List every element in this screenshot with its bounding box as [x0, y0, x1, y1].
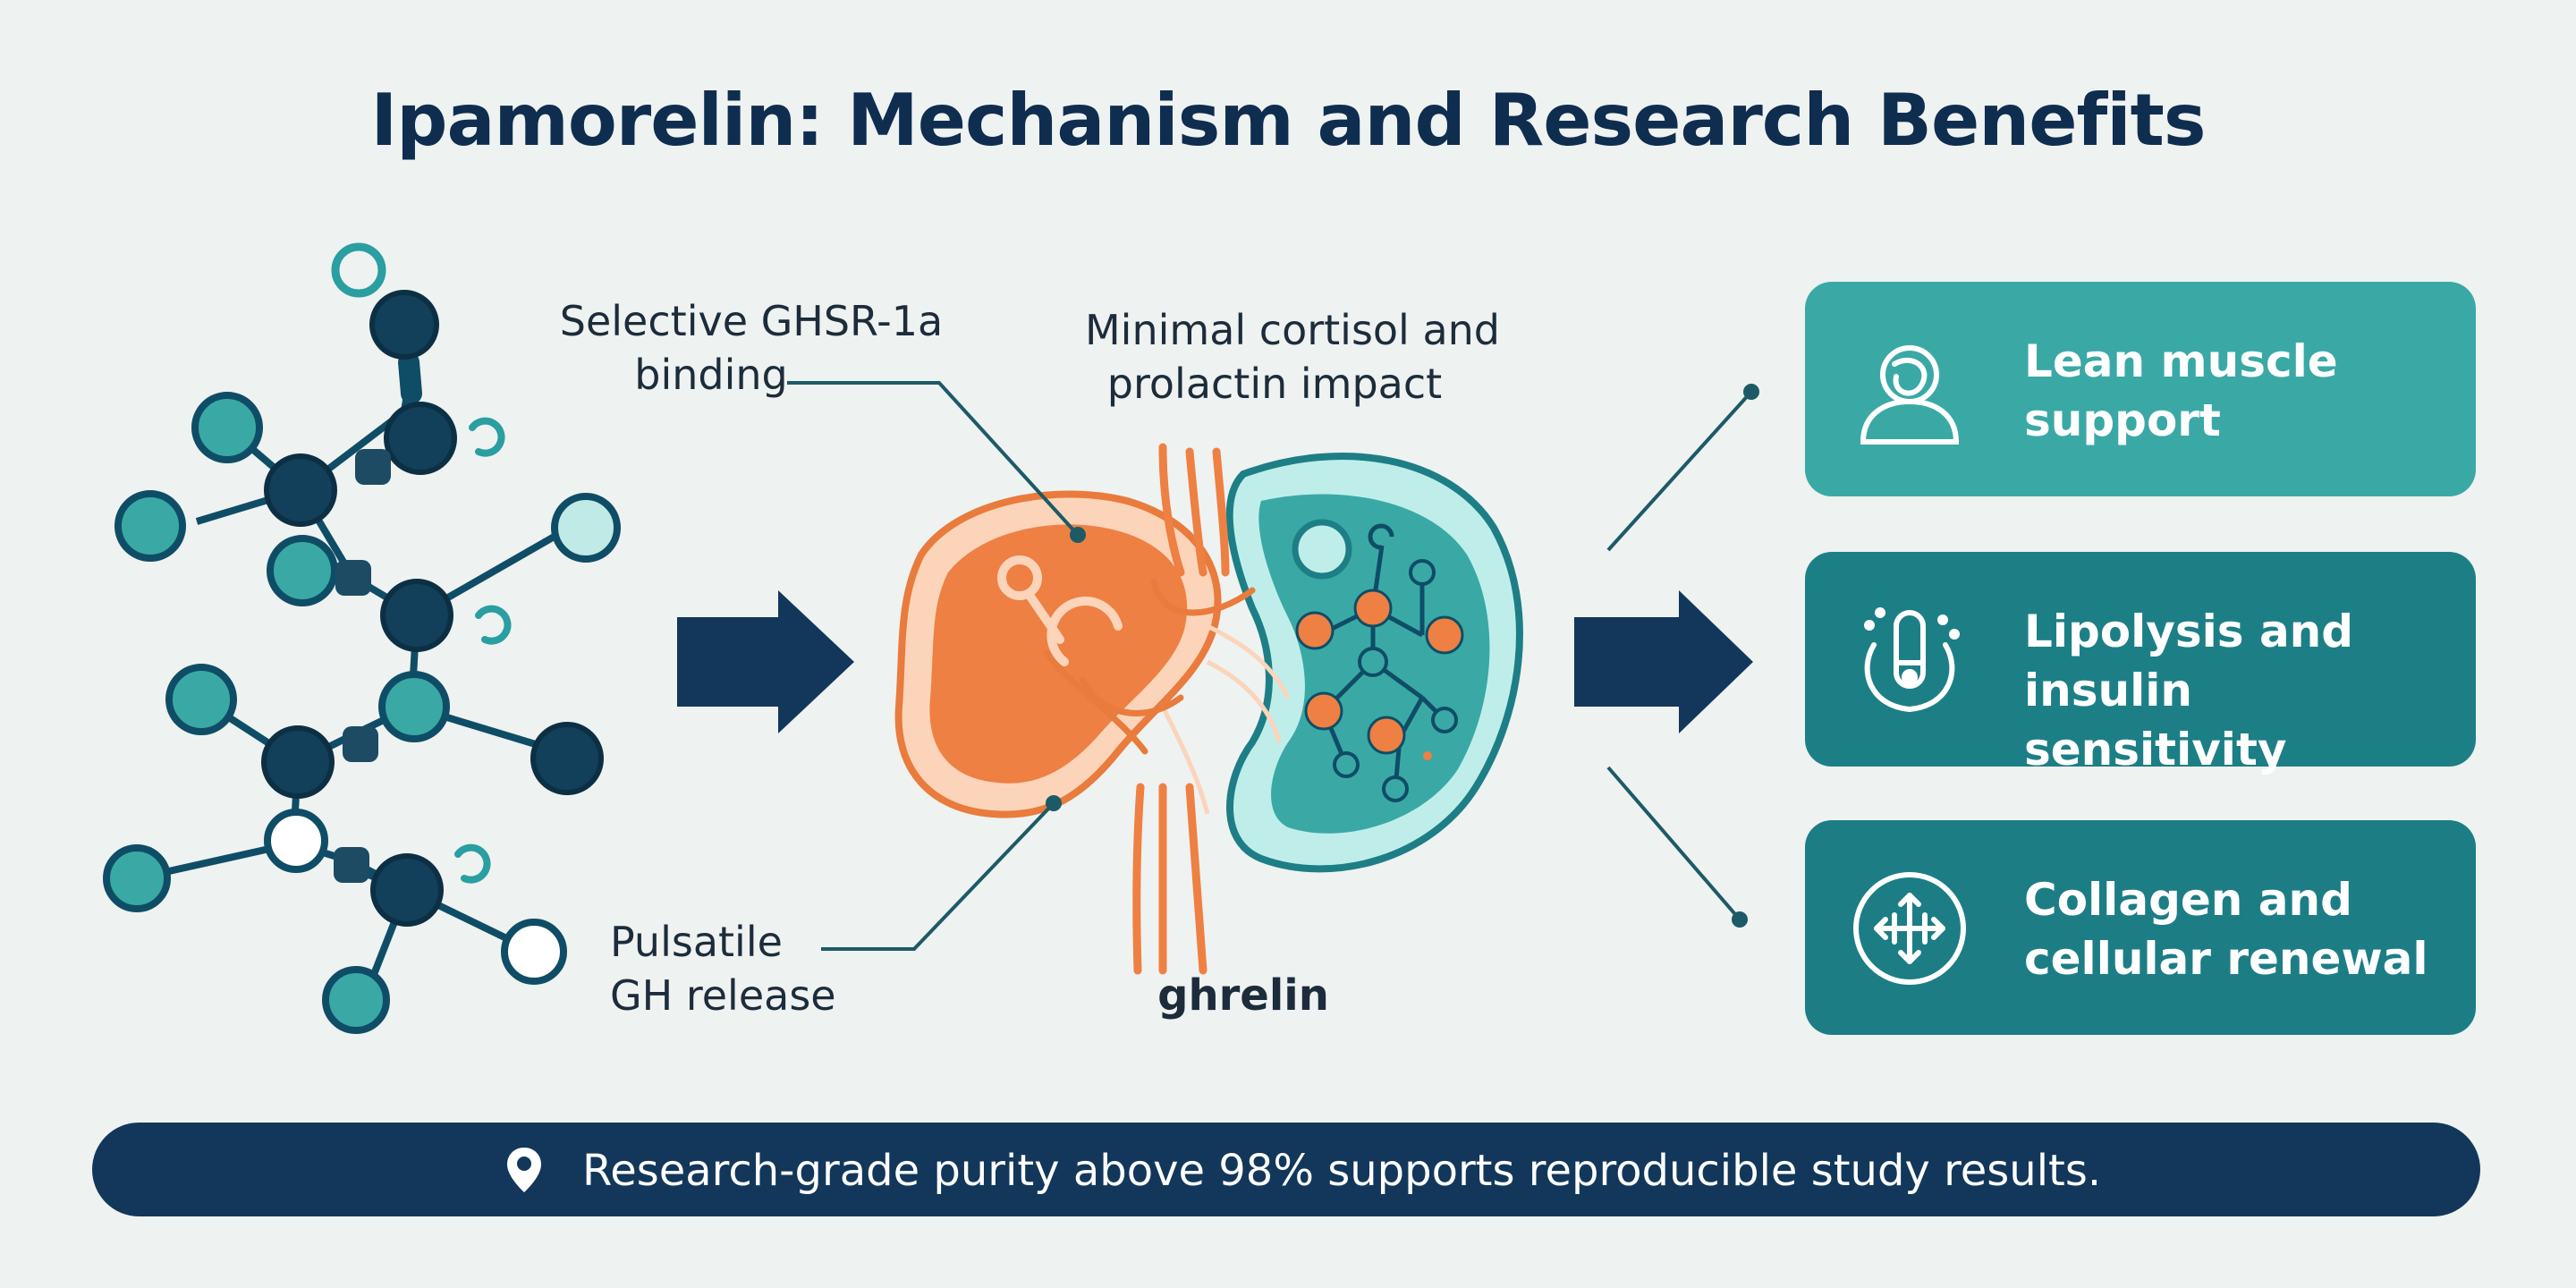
callout-line: GH release — [610, 970, 836, 1020]
benefit-card-lipolysis: Lipolysis and insulin sensitivity — [1805, 552, 2476, 775]
cell-expansion-icon — [1853, 872, 1966, 985]
callout-line: Minimal cortisol and — [1084, 306, 1501, 354]
callout-line: binding — [634, 350, 788, 399]
flow-arrow-left — [677, 590, 854, 733]
footer-banner: Research-grade purity above 98% supports… — [92, 1123, 2480, 1216]
benefit-title-line: Lean muscle — [2024, 335, 2338, 387]
benefit-title-line: support — [2024, 394, 2221, 446]
callout-line: prolactin impact — [1106, 359, 1443, 408]
peptide-molecule-illustration — [103, 242, 621, 1034]
callout-line: Selective GHSR-1a — [559, 297, 944, 345]
callout-leaders — [787, 381, 1086, 951]
benefit-branch-lines — [1606, 384, 1759, 928]
page-title: Ipamorelin: Mechanism and Research Benef… — [370, 79, 2206, 162]
capsule-icon — [1864, 607, 1960, 713]
callout-minimal-cortisol: Minimal cortisol and prolactin impact — [1055, 304, 1530, 411]
footer-text: Research-grade purity above 98% supports… — [582, 1146, 2102, 1196]
benefit-title-line: Lipolysis and — [2024, 606, 2354, 657]
callout-line: Pulsatile — [610, 918, 783, 966]
callout-selective-binding: Selective GHSR-1a binding — [528, 295, 975, 402]
benefit-card-lean-muscle: Lean muscle support — [1805, 282, 2476, 496]
benefit-title-line: Collagen and — [2024, 874, 2352, 926]
location-pin-icon — [507, 1148, 541, 1192]
flow-arrow-right — [1574, 590, 1753, 733]
benefit-title-line: insulin sensitivity — [2024, 665, 2287, 775]
benefit-title-line: cellular renewal — [2024, 933, 2428, 985]
person-icon — [1860, 345, 1960, 445]
pituitary-organ-illustration — [894, 443, 1523, 975]
organ-label: ghrelin — [1157, 970, 1329, 1021]
benefit-card-collagen: Collagen and cellular renewal — [1805, 820, 2476, 1035]
callout-pulsatile-release: Pulsatile GH release — [610, 916, 860, 1023]
